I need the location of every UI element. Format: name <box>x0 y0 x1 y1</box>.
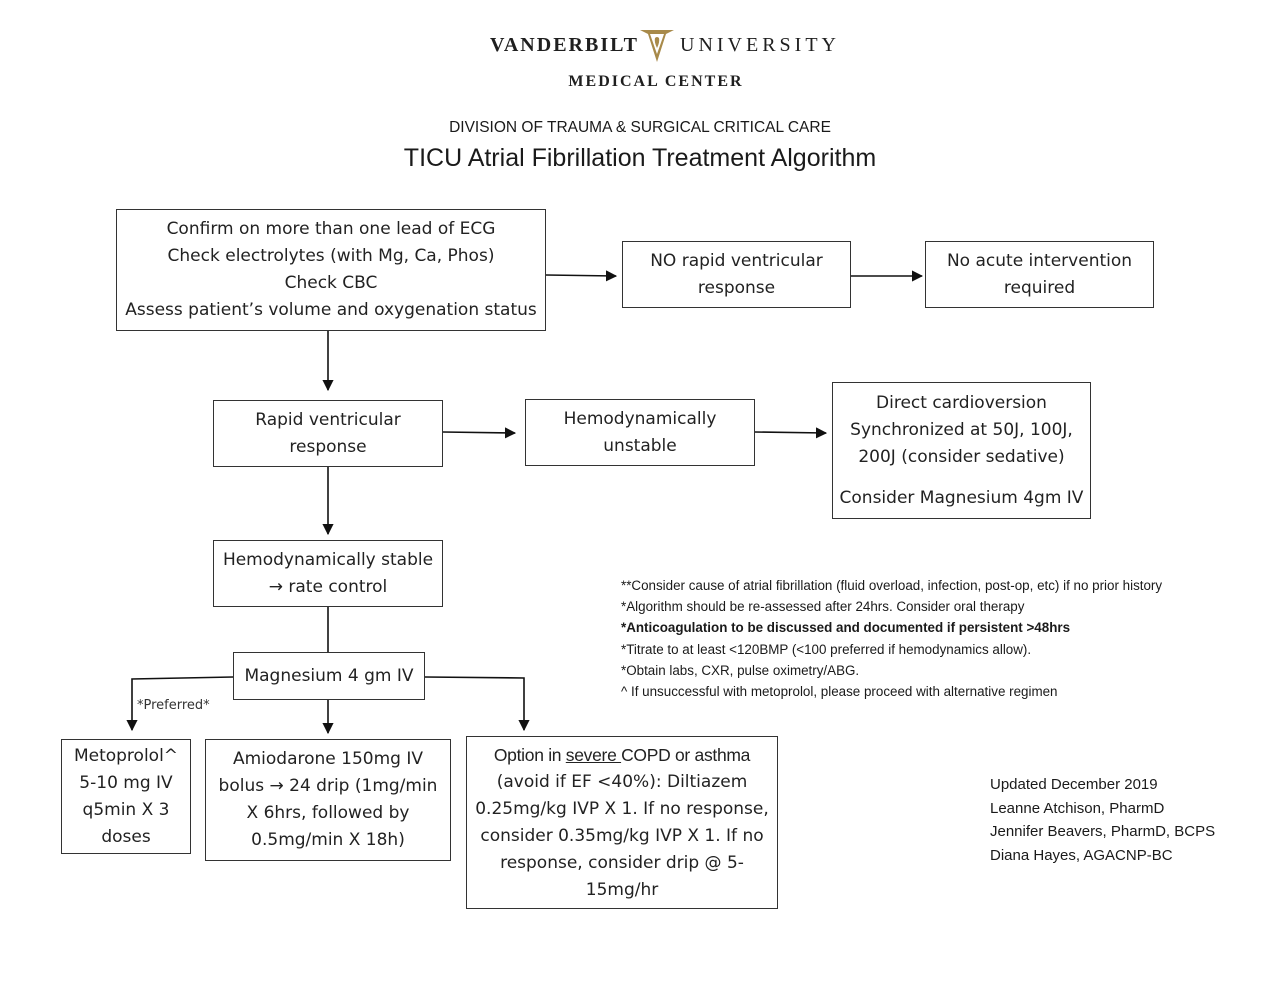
amiodarone-bolus-text: bolus <box>218 776 265 796</box>
stable-line-2: → rate control <box>269 574 388 601</box>
no-rvr-line: NO rapid ventricular <box>650 250 823 271</box>
stable-rate-control-box: Hemodynamically stable → rate control <box>213 540 443 607</box>
amiodarone-line: X 6hrs, followed by <box>246 803 410 823</box>
cardioversion-magnesium: Consider Magnesium 4gm IV <box>839 487 1084 508</box>
note-item: ^ If unsuccessful with metoprolol, pleas… <box>621 684 1058 700</box>
rvr-box: Rapid ventricular response <box>213 400 443 467</box>
author-name: Leanne Atchison, PharmD <box>990 799 1165 817</box>
metoprolol-box: Metoprolol^ 5-10 mg IV q5min X 3 doses <box>61 739 191 854</box>
metoprolol-line: Metoprolol^ <box>73 745 179 766</box>
unstable-box: Hemodynamically unstable <box>525 399 755 466</box>
diltiazem-line: (avoid if EF <40%): Diltiazem <box>496 771 748 792</box>
page-title: TICU Atrial Fibrillation Treatment Algor… <box>403 144 877 172</box>
diltiazem-line: 15mg/hr <box>585 879 659 900</box>
arrow-rvr-to-unstable <box>442 427 517 439</box>
magnesium-box: Magnesium 4 gm IV <box>233 652 425 700</box>
magnesium-label: Magnesium 4 gm IV <box>244 665 414 686</box>
updated-block: Updated December 2019 Leanne Atchison, P… <box>990 773 1215 867</box>
diltiazem-heading: Option in severe COPD or asthma <box>493 742 751 769</box>
diltiazem-line: 0.25mg/kg IVP X 1. If no response, <box>475 798 769 819</box>
arrow-magnesium-to-diltiazem <box>424 676 530 732</box>
arrow-unstable-to-cardioversion <box>754 427 828 439</box>
unstable-line: Hemodynamically <box>563 408 717 429</box>
logo-vanderbilt-text: VANDERBILT <box>490 34 639 56</box>
cardioversion-line: Direct cardioversion <box>876 392 1047 413</box>
diltiazem-line: response, consider drip @ 5- <box>500 852 744 873</box>
note-item: *Obtain labs, CXR, pulse oximetry/ABG. <box>621 662 860 678</box>
amiodarone-box: Amiodarone 150mg IV bolus → 24 drip (1mg… <box>205 739 451 861</box>
confirm-line: Confirm on more than one lead of ECG <box>166 219 496 239</box>
confirm-line: Check CBC <box>284 273 378 293</box>
arrow-magnesium-to-metoprolol <box>126 676 234 732</box>
diltiazem-heading-b: COPD or asthma <box>621 744 751 765</box>
right-arrow-icon: → <box>269 776 284 796</box>
confirm-line: Assess patient’s volume and oxygenation … <box>125 300 537 320</box>
cardioversion-line: 200J (consider sedative) <box>858 446 1065 467</box>
amiodarone-line: 0.5mg/min X 18h) <box>251 830 405 850</box>
note-item: *Algorithm should be re-assessed after 2… <box>621 599 1025 615</box>
vanderbilt-v-oak-leaf-icon <box>640 30 674 62</box>
no-rvr-box: NO rapid ventricular response <box>622 241 851 308</box>
note-item: *Titrate to at least <120BMP (<100 prefe… <box>621 641 1032 657</box>
note-item: **Consider cause of atrial fibrillation … <box>621 578 1163 593</box>
right-arrow-icon: → <box>268 576 283 597</box>
metoprolol-line: doses <box>101 826 151 847</box>
diltiazem-heading-a: Option in <box>493 744 566 765</box>
confirm-line: Check electrolytes (with Mg, Ca, Phos) <box>167 246 495 266</box>
cardioversion-line: Synchronized at 50J, 100J, <box>850 419 1073 440</box>
amiodarone-drip-text: 24 drip (1mg/min <box>289 776 438 796</box>
diltiazem-line: consider 0.35mg/kg IVP X 1. If no <box>480 825 764 846</box>
author-name: Jennifer Beavers, PharmD, BCPS <box>990 823 1216 840</box>
metoprolol-line: q5min X 3 <box>82 799 170 820</box>
no-acute-intervention-box: No acute intervention required <box>925 241 1154 308</box>
rate-control-text: rate control <box>288 576 388 597</box>
rvr-line: Rapid ventricular <box>255 409 401 430</box>
stable-line: Hemodynamically stable <box>222 549 434 570</box>
diltiazem-box: Option in severe COPD or asthma (avoid i… <box>466 736 778 909</box>
metoprolol-line: 5-10 mg IV <box>79 772 173 793</box>
rvr-line: response <box>289 436 367 457</box>
no-rvr-line: response <box>697 277 776 298</box>
amiodarone-line: Amiodarone 150mg IV <box>232 749 424 769</box>
amiodarone-line-2: bolus → 24 drip (1mg/min <box>219 773 438 800</box>
diltiazem-heading-severe: severe <box>565 744 622 765</box>
confirm-ecg-box: Confirm on more than one lead of ECG Che… <box>116 209 546 331</box>
no-acute-line: required <box>1003 277 1076 298</box>
notes-list: **Consider cause of atrial fibrillation … <box>621 575 1162 702</box>
cardioversion-box: Direct cardioversion Synchronized at 50J… <box>832 382 1091 519</box>
unstable-line: unstable <box>603 435 677 456</box>
preferred-label: *Preferred* <box>137 698 210 713</box>
division-heading: DIVISION OF TRAUMA & SURGICAL CRITICAL C… <box>449 119 831 136</box>
no-acute-line: No acute intervention <box>946 250 1133 271</box>
arrow-confirm-to-no-rvr <box>545 270 618 282</box>
author-name: Diana Hayes, AGACNP-BC <box>990 846 1173 864</box>
logo-medical-center-text: MEDICAL CENTER <box>568 73 744 90</box>
logo-university-text: UNIVERSITY <box>680 34 840 56</box>
note-item-anticoagulation: *Anticoagulation to be discussed and doc… <box>621 620 1071 636</box>
updated-date: Updated December 2019 <box>990 776 1158 793</box>
